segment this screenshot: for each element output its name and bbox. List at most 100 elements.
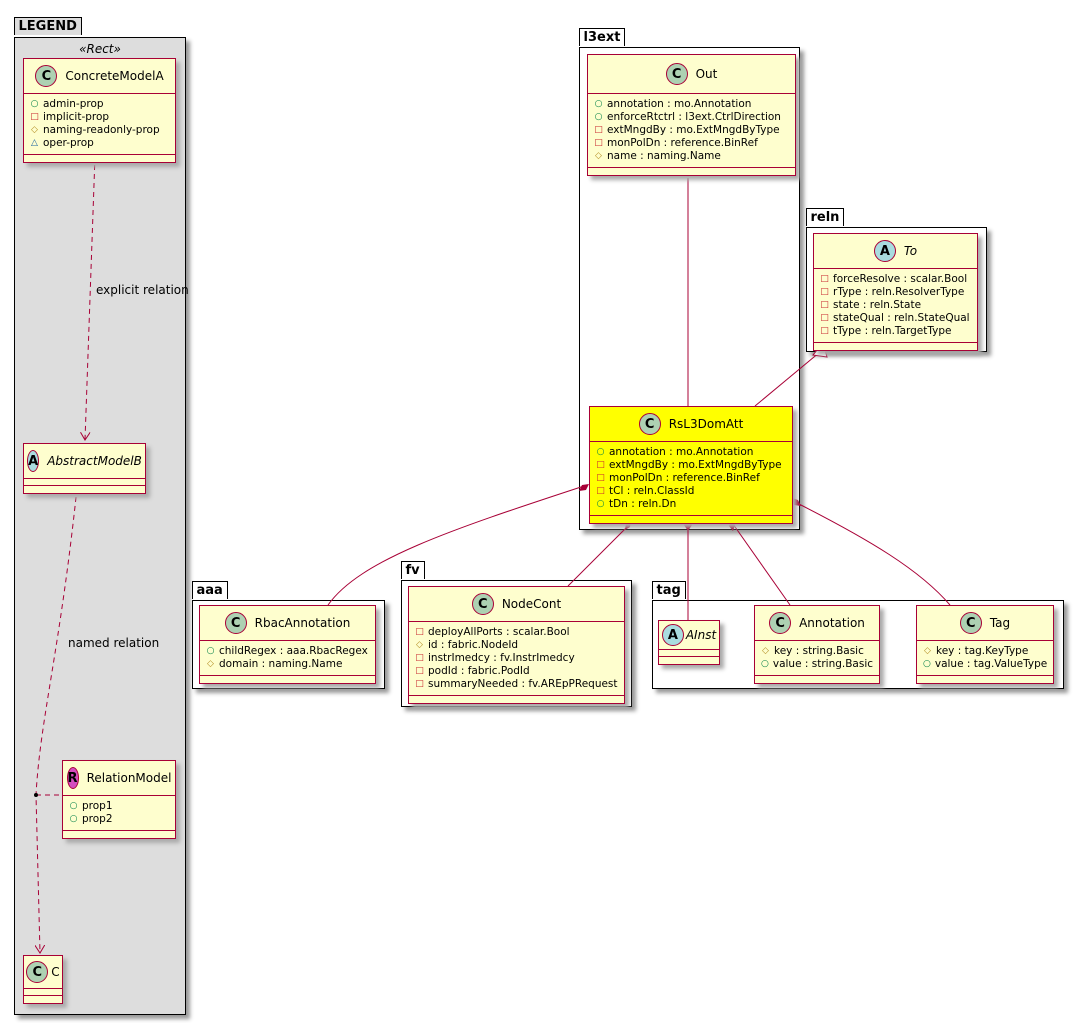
attribute: □implicit-prop (30, 111, 169, 124)
class-name: Annotation (799, 616, 865, 630)
to-rs-inheritance (754, 351, 821, 407)
class-badge-icon: C (769, 612, 792, 634)
class-badge-icon: C (26, 961, 49, 983)
attribute-text: rType : reln.ResolverType (833, 286, 965, 298)
visibility-prot-icon: ◇ (595, 151, 602, 161)
attribute: ◇ domain : naming.Name (206, 658, 369, 671)
visibility-priv-icon: □ (820, 313, 829, 323)
attribute-text: deployAllPorts : scalar.Bool (428, 626, 570, 638)
visibility-priv-icon: □ (596, 486, 605, 496)
explicit-relation-label: explicit relation (96, 283, 189, 297)
visibility-priv-icon: □ (820, 274, 829, 284)
attribute: □ tCl : reln.ClassId (596, 485, 786, 498)
class-tag[interactable]: C Tag ◇key : tag.KeyType○value : tag.Valu… (916, 605, 1054, 684)
rs-rbac-composition (327, 485, 585, 606)
class-relation-model[interactable]: R RelationModel ○prop1○ prop2 (62, 760, 176, 839)
rs-node-composition (567, 523, 631, 587)
visibility-priv-icon: □ (415, 653, 424, 663)
visibility-priv-icon: □ (820, 326, 829, 336)
attribute: ◇id : fabric.NodeId (415, 639, 618, 652)
abstract-badge-icon: A (27, 450, 40, 472)
attribute: ○childRegex : aaa.RbacRegex (206, 645, 369, 658)
rs-annotation-composition (732, 523, 791, 606)
attribute: ○annotation : mo.Annotation (594, 98, 789, 111)
visibility-pub-icon: ○ (30, 99, 39, 109)
package-tab: aaa (191, 581, 228, 599)
attribute: ○ admin-prop (30, 98, 169, 111)
attribute-text: childRegex : aaa.RbacRegex (219, 645, 368, 657)
abstract-badge-icon: A (661, 624, 684, 646)
attribute-text: value : string.Basic (772, 658, 874, 670)
class-name: RbacAnnotation (254, 616, 351, 630)
attribute-text: extMngdBy : mo.ExtMngdByType (607, 124, 780, 136)
visibility-priv-icon: □ (30, 112, 39, 122)
attribute: □podId : fabric.PodId (415, 665, 618, 678)
attribute: ○annotation : mo.Annotation (596, 446, 786, 459)
attribute: □deployAllPorts : scalar.Bool (415, 626, 618, 639)
visibility-pub-icon: ○ (69, 814, 78, 824)
attribute-list: ○annotation : mo.Annotation○ enforceRtctr… (588, 94, 795, 168)
attribute-text: instrImedcy : fv.InstrImedcy (428, 652, 575, 664)
attribute-text: value : tag.ValueType (934, 658, 1048, 670)
class-badge-icon: C (665, 63, 688, 85)
attribute-text: name : naming.Name (607, 150, 721, 162)
visibility-pub-icon: ○ (594, 99, 603, 109)
attribute-text: state : reln.State (833, 299, 922, 311)
package-tab: l3ext (578, 28, 626, 46)
class-name: AbstractModelB (47, 454, 142, 468)
attribute: ○value : tag.ValueType (923, 658, 1047, 671)
class-name: AInst (685, 628, 717, 642)
attribute-text: tType : reln.TargetType (833, 325, 952, 337)
class-badge-icon: C (471, 593, 494, 615)
package-tab: tag (651, 581, 686, 599)
named-relation-label: named relation (68, 636, 160, 650)
attribute-text: admin-prop (43, 98, 104, 110)
class-out[interactable]: C Out ○annotation : mo.Annotation○ enforce… (587, 54, 796, 176)
attribute: □ instrImedcy : fv.InstrImedcy (415, 652, 618, 665)
attribute-text: prop2 (82, 813, 113, 825)
attribute-text: forceResolve : scalar.Bool (833, 273, 968, 285)
attribute-text: monPolDn : reference.BinRef (609, 472, 760, 484)
visibility-pub-icon: ○ (761, 659, 769, 669)
visibility-priv-icon: □ (594, 138, 603, 148)
class-badge-icon: C (959, 612, 982, 634)
named-relation-line (36, 487, 78, 953)
attribute: ◇naming-readonly-prop (30, 124, 169, 137)
attribute-text: domain : naming.Name (219, 658, 343, 670)
attribute-list: ○prop1○ prop2 (63, 796, 175, 831)
class-name: Out (695, 67, 718, 81)
attribute-text: prop1 (82, 800, 113, 812)
attribute-text: stateQual : reln.StateQual (833, 312, 970, 324)
attribute-text: enforceRtctrl : l3ext.CtrlDirection (607, 111, 781, 123)
attribute: ○prop1 (69, 800, 169, 813)
legend-stereotype: «Rect» (79, 42, 121, 56)
attribute-text: key : string.Basic (774, 645, 864, 657)
attribute: ◇key : tag.KeyType (923, 645, 1047, 658)
class-name: Tag (989, 616, 1011, 630)
visibility-prot-icon: ◇ (207, 659, 214, 669)
attribute: ◇ name : naming.Name (594, 150, 789, 163)
visibility-pkgv-icon: △ (31, 138, 38, 148)
visibility-prot-icon: ◇ (31, 125, 38, 135)
relation-badge-icon: R (66, 767, 79, 789)
class-name: NodeCont (501, 597, 562, 611)
attribute-list: □deployAllPorts : scalar.Bool◇id : fabri… (409, 622, 624, 696)
attribute-text: tCl : reln.ClassId (609, 485, 695, 497)
class-abstract-model-b[interactable]: A AbstractModelB (23, 443, 146, 494)
visibility-prot-icon: ◇ (924, 646, 931, 656)
class-name: RelationModel (86, 771, 172, 785)
attribute: □extMngdBy : mo.ExtMngdByType (594, 124, 789, 137)
visibility-pub-icon: ○ (594, 112, 603, 122)
package-tab: fv (400, 561, 425, 579)
attribute-text: id : fabric.NodeId (428, 639, 519, 651)
class-name: To (903, 244, 918, 258)
